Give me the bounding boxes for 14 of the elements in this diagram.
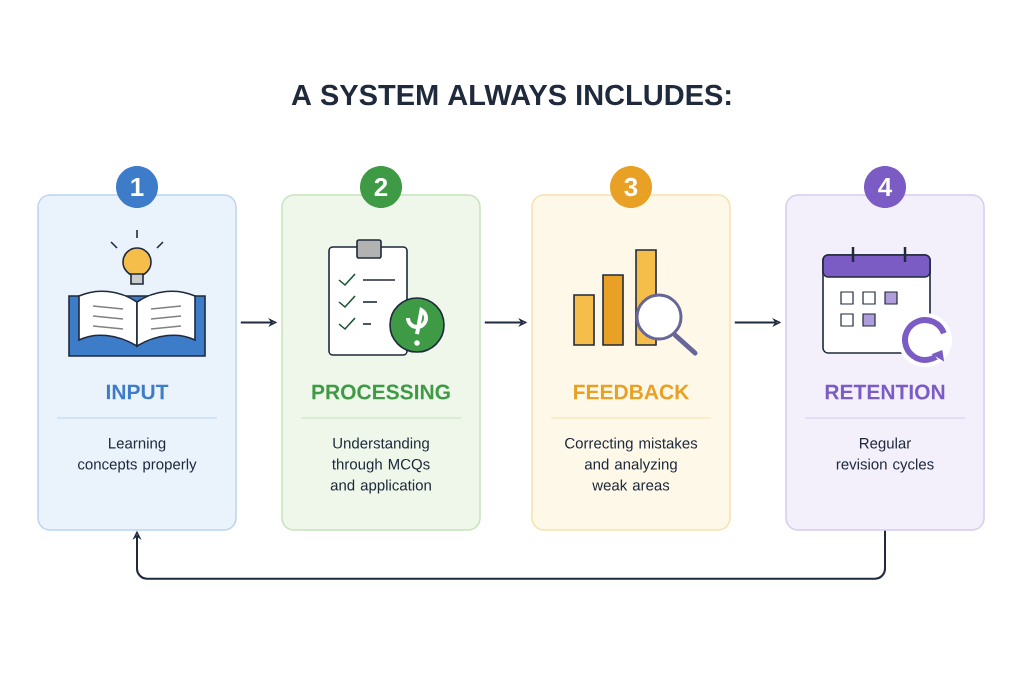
title: A SYSTEM ALWAYS INCLUDES: xyxy=(291,84,731,106)
card-description: Learning concepts properly xyxy=(78,437,197,473)
number-badge: 2 xyxy=(360,166,402,208)
card-description: Understanding through MCQs and application xyxy=(330,437,431,494)
card-description: Regular revision cycles xyxy=(836,437,934,473)
card-heading: PROCESSING xyxy=(312,384,450,400)
card-description: Correcting mistakes and analyzing weak areas xyxy=(565,437,698,491)
number-badge: 3 xyxy=(610,166,652,208)
card-heading: INPUT xyxy=(106,384,169,400)
number-badge: 1 xyxy=(116,166,158,208)
number-badge: 4 xyxy=(864,166,906,208)
arrow xyxy=(132,529,886,580)
card-heading: FEEDBACK xyxy=(574,384,690,400)
card-heading: RETENTION xyxy=(825,384,945,400)
